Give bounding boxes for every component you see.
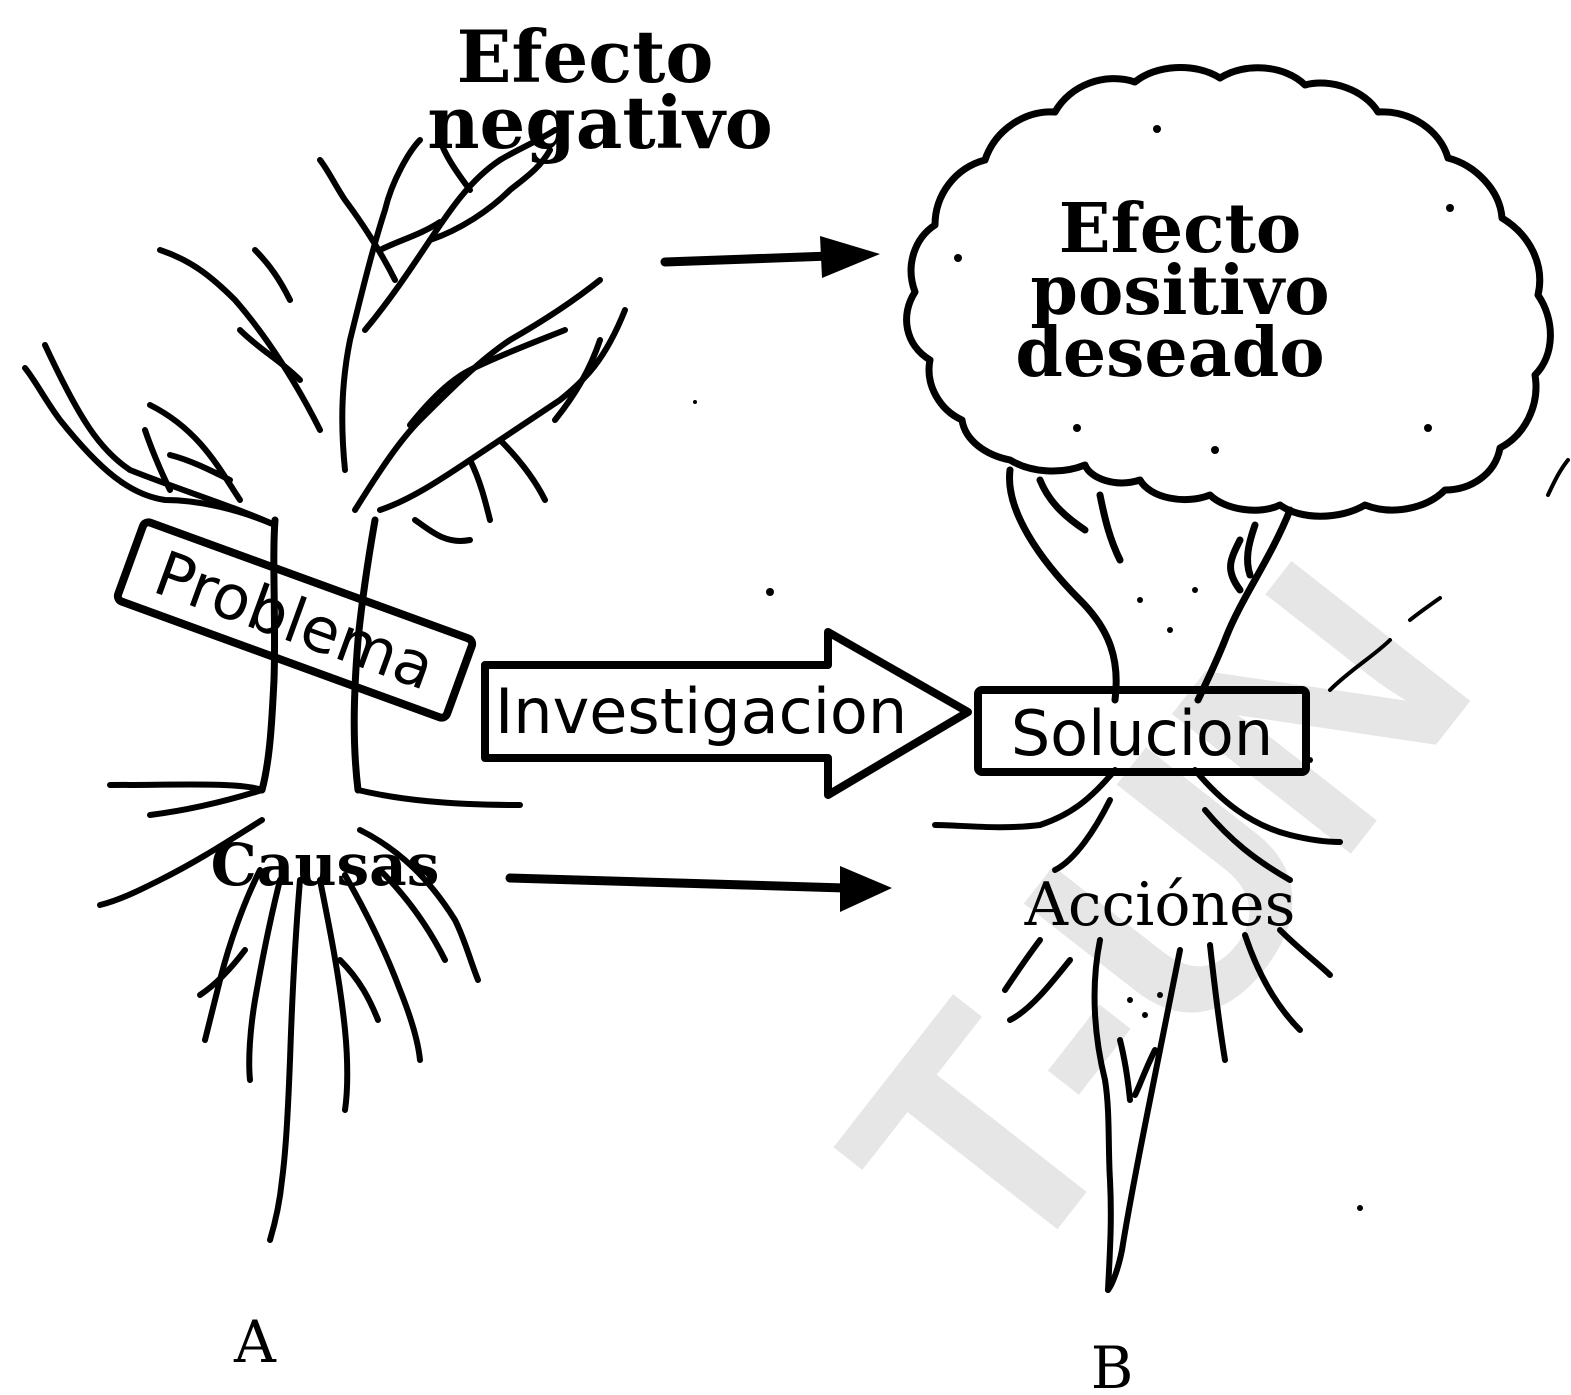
tree-b-letter: B <box>1091 1334 1134 1395</box>
top-arrow-shaft <box>665 256 830 262</box>
problem-label: Problema <box>145 536 444 704</box>
desired-effect-line3: deseado <box>1015 313 1324 393</box>
problem-box: Problema <box>116 521 474 720</box>
top-arrow-head <box>820 236 880 278</box>
bottom-arrow-head <box>840 866 892 912</box>
solution-box: Solucion <box>978 690 1306 772</box>
negative-effect-line2: negativo <box>427 80 773 165</box>
research-label: Investigacion <box>495 675 907 748</box>
bottom-arrow-shaft <box>510 878 845 888</box>
actions-label: Acciónes <box>1024 870 1296 940</box>
tree-a-branches <box>25 130 625 541</box>
solution-label: Solucion <box>1011 697 1273 770</box>
research-arrow: Investigacion <box>485 632 968 795</box>
bottom-arrow <box>510 866 892 912</box>
causes-label: Causas <box>211 831 440 899</box>
top-arrow <box>665 236 880 278</box>
tree-a-letter: A <box>233 1308 277 1376</box>
